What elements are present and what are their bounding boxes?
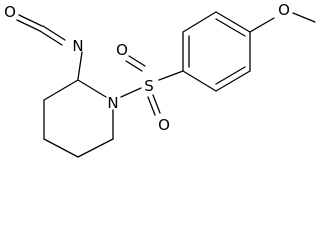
bond-s-o-top-1 — [125, 60, 143, 72]
bond-ar-3-inner — [215, 18, 246, 37]
atom-label-isocyanate-oxygen: O — [4, 3, 16, 21]
bond-ar-2 — [182, 11, 217, 33]
chemical-structure-diagram: O N N S O O O — [4, 1, 316, 158]
bond-n1-s — [120, 87, 142, 98]
bond-c5-c4 — [43, 138, 79, 158]
bond-ar-6 — [182, 70, 217, 92]
bond-s-c1 — [158, 70, 184, 81]
bond-c3-c2 — [43, 79, 79, 101]
bond-c6-c5 — [77, 138, 114, 158]
bond-s-o-bottom-1 — [147, 96, 156, 116]
atom-label-sulfonyl-oxygen-top: O — [116, 41, 128, 59]
bond-c-n-1 — [42, 25, 66, 41]
bond-o-c-2 — [16, 19, 41, 32]
bond-ar-3 — [215, 11, 251, 33]
atom-label-ring-nitrogen: N — [107, 94, 118, 112]
atom-label-methoxy-oxygen: O — [278, 1, 290, 19]
atom-label-isocyanate-nitrogen: N — [72, 37, 83, 55]
bond-c-n-2 — [39, 30, 63, 46]
bond-ar-o — [249, 17, 275, 33]
atom-label-sulfonyl-oxygen-bottom: O — [158, 116, 170, 134]
bond-ar-5 — [215, 70, 251, 92]
bond-o-c-1 — [18, 14, 43, 27]
atom-label-sulfur: S — [144, 77, 154, 95]
bond-n-c2 — [77, 51, 83, 80]
bond-ar-5-inner — [215, 66, 246, 85]
bond-s-o-top-2 — [128, 55, 146, 67]
bond-s-o-bottom-2 — [152, 94, 161, 114]
bond-o-ch3 — [292, 12, 316, 23]
bond-c2-n1 — [77, 79, 107, 98]
